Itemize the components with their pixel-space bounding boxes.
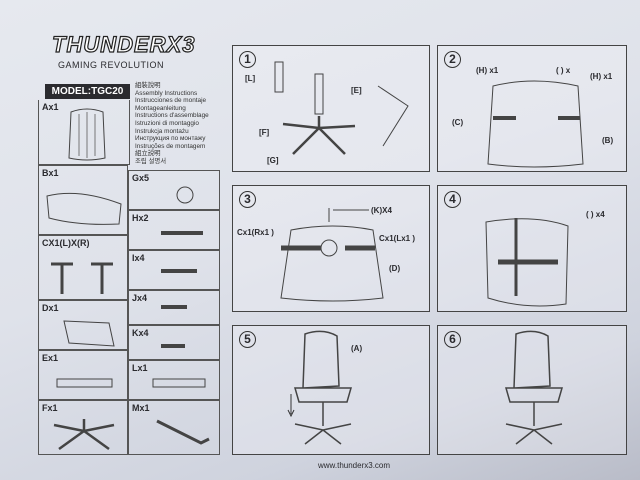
callout-label: [L]	[245, 74, 256, 83]
callout-label: (B)	[602, 136, 614, 145]
callout-label: Cx1(Rx1 )	[237, 228, 274, 237]
hex-key-drawing	[156, 419, 210, 445]
part-i: Ix4	[128, 250, 220, 290]
chair-drawing	[287, 330, 352, 445]
instruction-text: Instruções de montagem	[135, 142, 206, 150]
part-f: Fx1	[38, 400, 128, 455]
seat-drawing	[46, 192, 122, 225]
part-label: Fx1	[42, 403, 58, 413]
step-5-panel: 5 (A)	[232, 325, 430, 455]
step-number: 1	[239, 51, 256, 68]
footer-url: www.thunderx3.com	[318, 461, 391, 470]
bolt-drawing	[161, 231, 203, 235]
part-d: Dx1	[38, 300, 128, 350]
part-h: Hx2	[128, 210, 220, 250]
step-number: 5	[239, 331, 256, 348]
step-number: 4	[444, 191, 461, 208]
instruction-text: Instrukcja montażu	[135, 127, 189, 135]
brand-name: THUNDERX3	[51, 31, 196, 57]
instruction-text: 조립 설명서	[135, 157, 167, 165]
callout-label: [E]	[351, 86, 362, 95]
part-label: Mx1	[132, 403, 150, 413]
armrest-attach-drawing	[485, 218, 569, 307]
brand-logo: THUNDERX3	[51, 31, 196, 58]
part-b: Bx1	[38, 165, 128, 235]
bolt-drawing	[161, 269, 197, 273]
step-1-panel: 1 [L] [E] [F] [G]	[232, 45, 430, 172]
step-number: 2	[444, 51, 461, 68]
callout-label: (H) x1	[590, 72, 613, 81]
armrests-drawing	[51, 262, 113, 294]
part-j: Jx4	[128, 290, 220, 325]
caster-drawing	[176, 186, 194, 204]
base-drawing	[53, 419, 115, 451]
backrest-drawing	[68, 108, 106, 161]
bolt-drawing	[161, 344, 185, 348]
mechanism-drawing	[63, 320, 115, 347]
callout-label: (H) x1	[476, 66, 499, 75]
part-a: Ax1	[38, 100, 130, 165]
part-label: CX1(L)X(R)	[42, 238, 90, 248]
step-number: 6	[444, 331, 461, 348]
instruction-text: 組裝說明	[135, 82, 161, 89]
gas-lift-drawing	[56, 378, 113, 388]
part-label: Ix4	[132, 253, 145, 263]
callout-label: ( ) x	[556, 66, 571, 75]
part-c: CX1(L)X(R)	[38, 235, 128, 300]
part-g: Gx5	[128, 170, 220, 210]
part-label: Kx4	[132, 328, 149, 338]
part-label: Hx2	[132, 213, 149, 223]
instruction-text: Instrucciones de montaje	[135, 97, 207, 105]
bolt-drawing	[161, 305, 187, 309]
model-label: MODEL:TGC20	[45, 84, 130, 99]
part-label: Ex1	[42, 353, 59, 363]
step-6-panel: 6	[437, 325, 627, 455]
backrest-seat-drawing	[487, 80, 584, 168]
part-label: Bx1	[42, 168, 59, 178]
seat-mechanism-drawing	[280, 208, 384, 302]
callout-label: [G]	[267, 156, 279, 165]
step-number: 3	[239, 191, 256, 208]
brand-tagline: GAMING REVOLUTION	[58, 60, 165, 70]
instruction-text: 組立説明	[135, 150, 161, 158]
part-label: Ax1	[42, 102, 59, 112]
cover-drawing	[152, 378, 206, 388]
instruction-text: Assembly Instructions	[135, 89, 198, 97]
step-3-panel: 3 (K)X4 Cx1(Rx1 ) Cx1(Lx1 ) (D)	[232, 185, 430, 312]
callout-label: (C)	[452, 118, 464, 127]
callout-label: (D)	[389, 264, 401, 273]
step-2-panel: 2 (H) x1 ( ) x (H) x1 (C) (B)	[437, 45, 627, 172]
finished-chair-drawing	[505, 330, 563, 445]
callout-label: Cx1(Lx1 )	[379, 234, 416, 243]
instruction-text: Инструкция по монтажу	[135, 135, 206, 143]
part-label: Gx5	[132, 173, 150, 183]
callout-label: (K)X4	[371, 206, 392, 215]
part-e: Ex1	[38, 350, 128, 400]
part-label: Lx1	[132, 363, 148, 373]
part-l: Lx1	[128, 360, 220, 400]
instruction-text: Istruzioni di montaggio	[135, 119, 199, 127]
part-m: Mx1	[128, 400, 220, 455]
callout-label: ( ) x4	[586, 210, 605, 219]
instruction-text: Instructions d'assemblage	[135, 112, 209, 120]
part-k: Kx4	[128, 325, 220, 360]
step-4-panel: 4 ( ) x4	[437, 185, 627, 312]
callout-label: (A)	[351, 344, 363, 353]
base-assembly-drawing	[274, 61, 409, 155]
part-label: Dx1	[42, 303, 59, 313]
part-label: Jx4	[132, 293, 148, 303]
callout-label: [F]	[259, 128, 270, 137]
instructions-list: 組裝說明 Assembly Instructions Instrucciones…	[135, 82, 209, 166]
instruction-text: Montageanleitung	[135, 104, 186, 112]
